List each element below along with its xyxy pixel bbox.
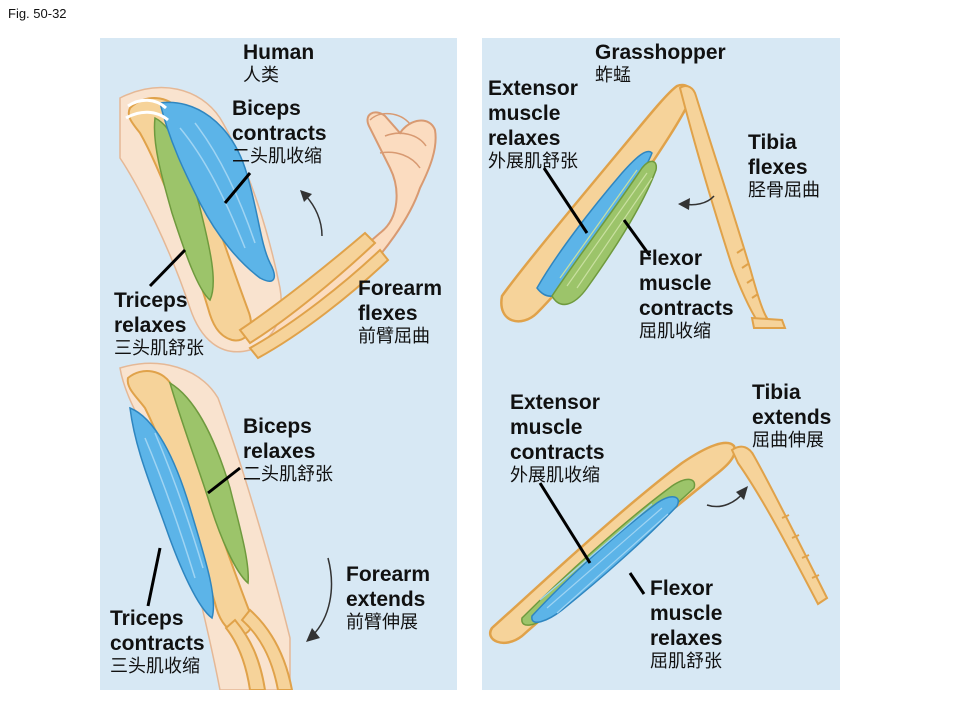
top-forearm-label: Forearm flexes 前臂屈曲 xyxy=(358,277,443,347)
top-biceps-muscle xyxy=(159,101,276,282)
top-tibia-spines xyxy=(736,248,759,299)
bottom-radius-bone xyxy=(224,618,267,690)
bottom-tibia-spines xyxy=(781,514,820,579)
bottom-triceps-label: Triceps contracts 三头肌收缩 xyxy=(110,607,205,677)
bottom-extend-arrow xyxy=(311,557,333,637)
bottom-extend-arrowhead xyxy=(306,628,320,642)
bottom-forearm-label: Forearm extends 前臂伸展 xyxy=(346,563,431,633)
bottom-extensor-striations xyxy=(539,503,669,614)
top-tarsus xyxy=(750,316,787,329)
bottom-biceps-muscle xyxy=(168,381,250,585)
top-flex-arrow xyxy=(305,195,323,237)
grasshopper-title: Grasshopper 蚱蜢 xyxy=(595,41,726,86)
top-extensor-leader xyxy=(542,167,589,234)
bottom-flexor-leader xyxy=(628,572,646,595)
top-extensor-label: Extensor muscle relaxes 外展肌舒张 xyxy=(488,77,578,172)
bottom-biceps-label: Biceps relaxes 二头肌舒张 xyxy=(243,415,333,485)
bottom-tibia-label: Tibia extends 屈曲伸展 xyxy=(752,381,832,451)
top-shoulder-tendons xyxy=(125,98,169,122)
top-biceps-leader xyxy=(223,172,252,204)
bottom-ulna-bone xyxy=(240,608,294,690)
human-arm-illustration xyxy=(119,86,437,690)
bottom-triceps-muscle xyxy=(129,406,215,620)
bottom-extensor-label: Extensor muscle contracts 外展肌收缩 xyxy=(510,391,605,486)
top-tibia-label: Tibia flexes 胫骨屈曲 xyxy=(748,131,820,201)
figure-label: Fig. 50-32 xyxy=(8,6,67,21)
human-title: Human 人类 xyxy=(243,41,315,86)
top-triceps-label: Triceps relaxes 三头肌舒张 xyxy=(114,289,204,359)
human-panel: Human 人类 Biceps contracts 二头肌收缩 Triceps … xyxy=(100,38,457,690)
bottom-flexor-label: Flexor muscle relaxes 屈肌舒张 xyxy=(650,577,723,672)
bottom-triceps-leader xyxy=(146,547,162,607)
top-biceps-label: Biceps contracts 二头肌收缩 xyxy=(232,97,327,167)
top-flex-arrowhead xyxy=(300,190,312,202)
top-tibia xyxy=(678,85,769,324)
bottom-extensor-leader xyxy=(538,482,592,564)
bottom-extensor-muscle xyxy=(531,496,679,624)
top-triceps-leader xyxy=(148,248,187,288)
bottom-triceps-striations xyxy=(144,432,204,579)
top-ulna-bone xyxy=(248,248,390,360)
top-flexor-leader xyxy=(622,219,652,257)
grasshopper-leg-illustration xyxy=(489,83,829,645)
top-flexor-label: Flexor muscle contracts 屈肌收缩 xyxy=(639,247,734,342)
top-radius-bone xyxy=(238,231,377,345)
bottom-tibia xyxy=(730,445,829,606)
bottom-biceps-leader xyxy=(207,466,241,495)
top-tibia-arrowhead xyxy=(678,198,690,210)
top-fist-fingers xyxy=(369,112,427,169)
grasshopper-panel: Grasshopper 蚱蜢 Extensor muscle relaxes 外… xyxy=(482,38,840,690)
top-biceps-striations xyxy=(179,122,256,249)
bottom-tibia-arrowhead xyxy=(736,486,748,500)
top-flexor-striations xyxy=(559,169,653,289)
